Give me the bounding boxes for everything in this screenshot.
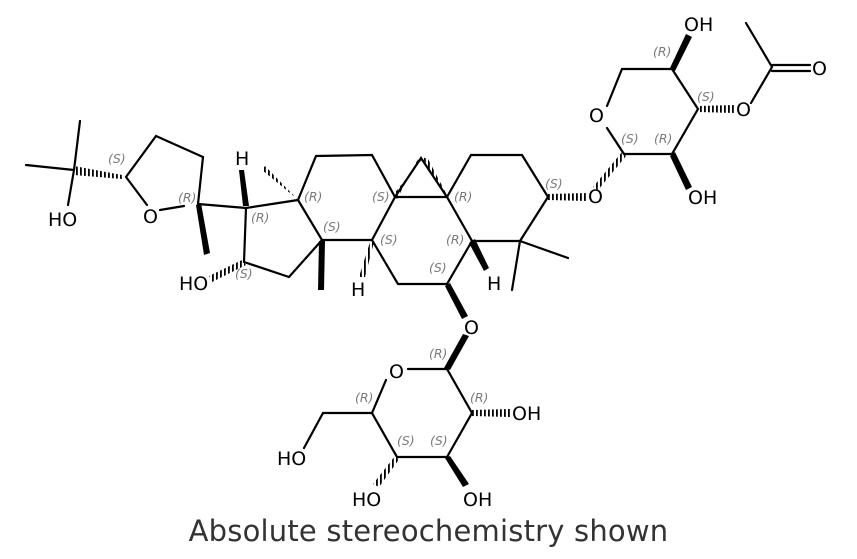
hash-c10-cyclopropane bbox=[393, 157, 424, 199]
hash-glc-c2-oh bbox=[472, 409, 510, 417]
molecule-structure: HO O H HO H H O O O OH O O OH O OH HO HO… bbox=[24, 14, 827, 510]
bond-lines-cyclopropane bbox=[393, 156, 449, 199]
hash-c16-o bbox=[209, 260, 246, 282]
stereo-s-c16: (S) bbox=[235, 266, 253, 281]
stereo-r-c10: (R) bbox=[454, 189, 472, 204]
wedge-c5-h bbox=[469, 239, 489, 271]
atom-o-xyl-ring: O bbox=[589, 105, 604, 127]
hash-bonds bbox=[74, 105, 735, 487]
atom-h-c20: H bbox=[235, 148, 249, 170]
bond-lines bbox=[24, 21, 812, 459]
atom-labels: HO O H HO H H O O O OH O O OH O OH HO HO… bbox=[48, 14, 827, 510]
bond-lines-acetyl bbox=[744, 21, 812, 105]
hash-c14-me bbox=[262, 166, 300, 202]
stereo-r-xyl-top: (R) bbox=[653, 44, 671, 59]
stereochemistry-caption: Absolute stereochemistry shown bbox=[188, 514, 669, 548]
wedge-glc-c1-o bbox=[444, 334, 469, 370]
atom-o-acetyl: O bbox=[736, 99, 751, 121]
atom-oh-glc-c3: OH bbox=[463, 489, 492, 510]
hash-glc-c4-oh bbox=[373, 456, 400, 487]
atom-ho-c16: HO bbox=[179, 273, 208, 295]
bond-lines-d-ring bbox=[242, 198, 324, 279]
stereo-r-glc-c5: (R) bbox=[355, 390, 373, 405]
atom-oh-xyl-bottom: OH bbox=[688, 187, 717, 209]
hash-xyl-c1-o bbox=[593, 152, 626, 190]
hash-c9-cyclopropane bbox=[422, 157, 449, 199]
atom-ho-side: HO bbox=[48, 209, 77, 231]
atom-o-xyl-link: O bbox=[588, 186, 603, 208]
stereo-s-glc-c3: (S) bbox=[430, 433, 448, 448]
hash-c3-o bbox=[548, 193, 588, 201]
stereo-s-thf: (S) bbox=[108, 151, 126, 166]
bond-lines-c-ring bbox=[296, 153, 397, 242]
stereo-labels: (S) (R) (R) (R) (S) (S) (S) (S) (R) (R) … bbox=[108, 44, 715, 448]
stereo-s-c14: (S) bbox=[323, 219, 341, 234]
wedge-bonds bbox=[196, 34, 692, 487]
stereo-s-c3: (S) bbox=[545, 176, 563, 191]
stereo-s-xyl-c3: (S) bbox=[697, 89, 715, 104]
atom-o-glc-ring: O bbox=[389, 361, 404, 383]
stereo-r-c13: (R) bbox=[304, 189, 322, 204]
wedge-c13-me bbox=[318, 241, 325, 290]
bond-lines-thf bbox=[124, 134, 205, 212]
bond-lines-sidechain bbox=[24, 119, 82, 207]
stereo-s-c8: (S) bbox=[372, 189, 390, 204]
atom-o-c6: O bbox=[464, 317, 479, 339]
stereo-r-xyl-c2: (R) bbox=[654, 131, 672, 146]
stereo-s-glc-c4: (S) bbox=[397, 433, 415, 448]
wedge-xyl-top-oh bbox=[670, 34, 692, 71]
stereo-s-c6: (S) bbox=[429, 260, 447, 275]
hash-xyl-c3-o bbox=[698, 105, 735, 113]
wedge-c17-h bbox=[239, 170, 249, 206]
bond-lines-c20-c17 bbox=[196, 202, 248, 210]
wedge-glc-c3-oh bbox=[445, 456, 469, 487]
bond-lines-gem-dimethyl bbox=[510, 239, 570, 292]
atom-o-thf: O bbox=[143, 206, 158, 228]
atom-h-c9: H bbox=[351, 279, 365, 301]
wedge-c6-o bbox=[445, 283, 468, 319]
stereo-s-c9: (S) bbox=[380, 232, 398, 247]
stereo-r-glc-c2: (R) bbox=[470, 390, 488, 405]
atom-h-c5: H bbox=[487, 273, 501, 295]
stereo-r-c5: (R) bbox=[446, 232, 464, 247]
stereo-r-glc-c1: (R) bbox=[429, 346, 447, 361]
atom-oh-xyl-top: OH bbox=[684, 14, 713, 36]
stereo-r-c24: (R) bbox=[178, 190, 196, 205]
hash-c8-h bbox=[359, 242, 374, 277]
atom-ho-glc-c4: HO bbox=[352, 489, 381, 510]
hash-thf-c bbox=[74, 166, 122, 179]
wedge-c20-me bbox=[196, 203, 210, 255]
wedge-xyl-bottom-oh bbox=[670, 152, 692, 190]
atom-o-carbonyl: O bbox=[812, 58, 827, 80]
atom-ho-glc-c6: HO bbox=[277, 448, 306, 470]
stereo-s-xyl-c1: (S) bbox=[621, 131, 639, 146]
bond-lines-b-ring bbox=[370, 195, 474, 286]
stereo-r-c17: (R) bbox=[251, 210, 269, 225]
bond-lines-a-ring bbox=[445, 153, 550, 243]
atom-oh-glc-c2: OH bbox=[512, 403, 541, 425]
